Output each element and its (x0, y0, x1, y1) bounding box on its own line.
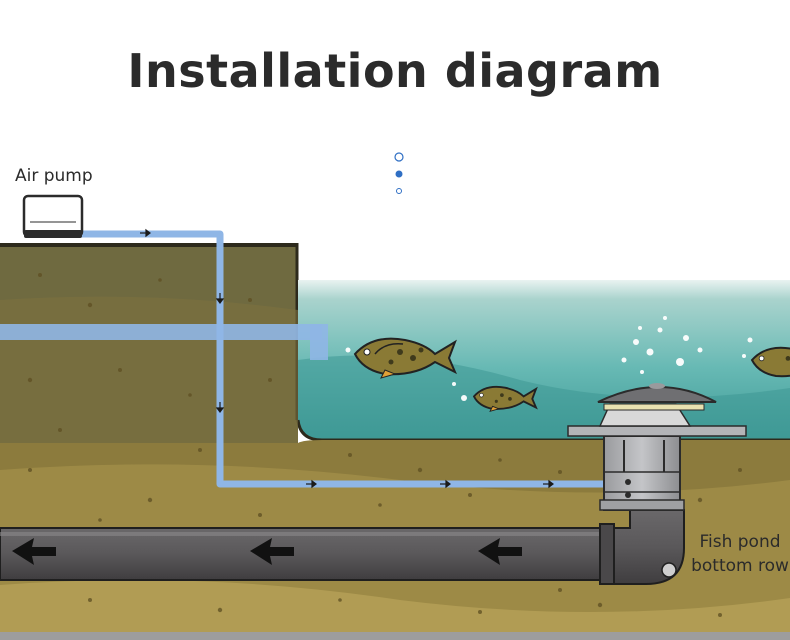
air-bubbles (345, 316, 753, 401)
fish-pond-label-line2: bottom row (691, 556, 789, 576)
arrow-left-icon (12, 538, 56, 565)
page-title: Installation diagram (127, 44, 663, 98)
drain-flow-arrows (12, 538, 522, 565)
koi-fish-icon (750, 346, 790, 378)
fish-pond-label-line1: Fish pond (699, 532, 781, 552)
carousel-dots[interactable] (394, 152, 404, 194)
arrow-left-icon (478, 538, 522, 565)
bottom-drain-icon (567, 383, 747, 511)
fish-pond-label: Fish pond bottom row (690, 530, 790, 578)
air-line (80, 228, 610, 489)
inflow-pipe (0, 324, 328, 360)
koi-fish-icon (472, 385, 538, 413)
air-pump-icon (22, 194, 84, 238)
arrow-left-icon (250, 538, 294, 565)
koi-fish-icon (353, 337, 457, 379)
air-pump-label: Air pump (15, 166, 93, 186)
